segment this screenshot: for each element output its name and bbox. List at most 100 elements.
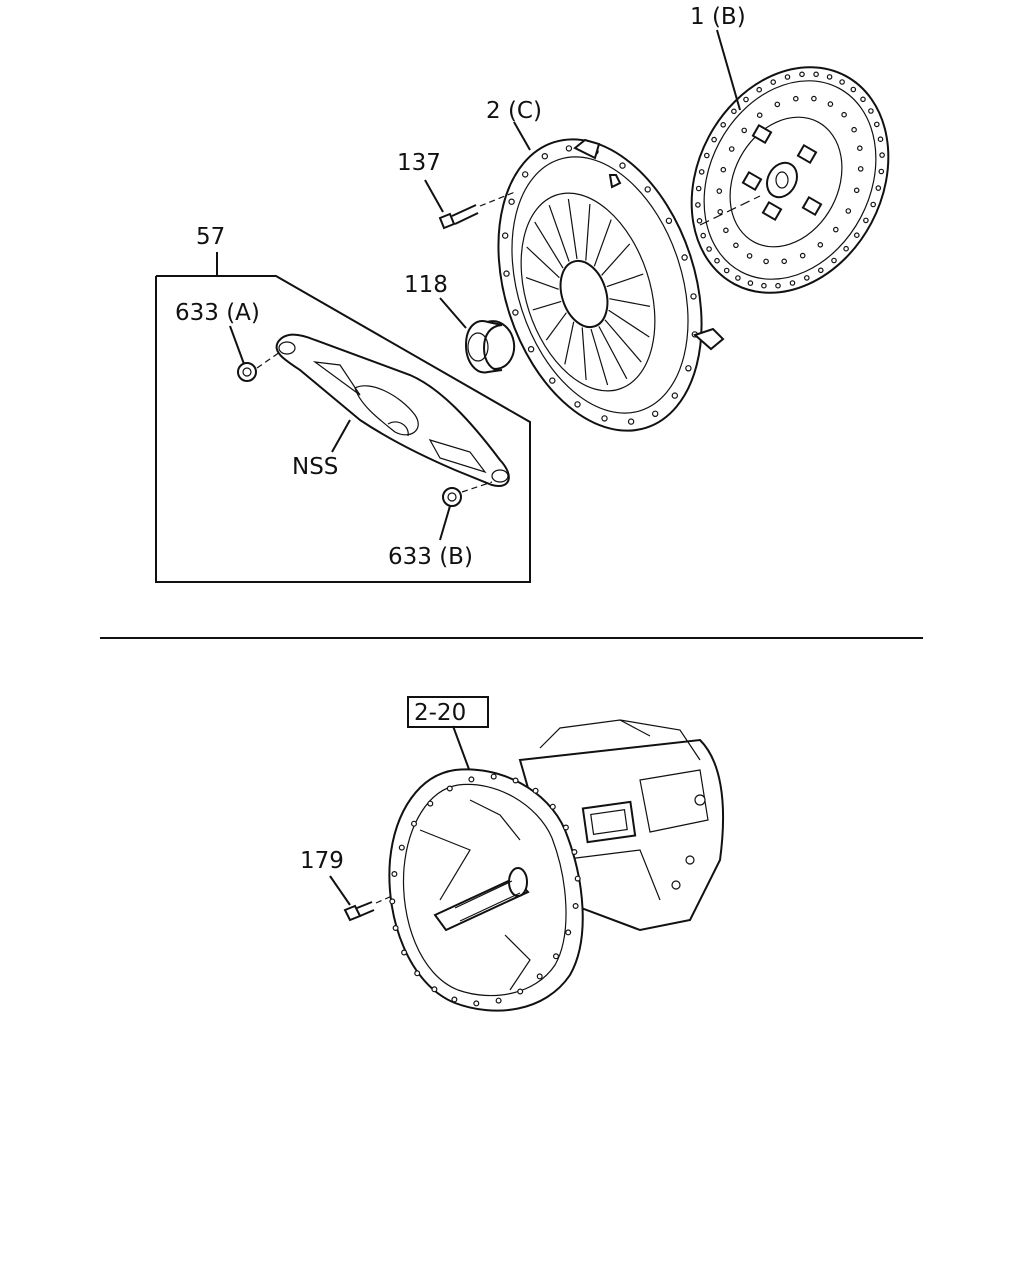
disc-rivet-hole [775,282,781,289]
cover-bolt-hole [681,254,688,261]
disc-rivet-hole [827,101,834,107]
disc-rivet-hole [817,267,824,274]
disc-rivet-hole [817,242,824,248]
bell-housing-bolt-hole [411,820,418,827]
disc-rivet-hole [831,257,837,264]
disc-rivet-hole [879,152,885,158]
diaphragm-finger [593,219,612,267]
disc-rivet-hole [741,127,748,134]
disc-rivet-hole [873,121,880,128]
disc-rivet-hole [756,112,763,119]
bell-housing-bolt-hole [571,848,578,855]
disc-rivet-hole [774,101,781,108]
callout-bush-a: 633 (A) [175,300,260,326]
disc-rivet-hole [723,227,729,234]
disc-rivet-hole [826,74,833,80]
disc-rivet-hole [728,146,735,152]
diaphragm-finger [567,198,578,260]
callout-cover: 2 (C) [486,98,542,124]
bell-housing-bolt-hole [536,973,543,980]
diaphragm-finger [608,309,650,338]
disc-rivet-hole [851,126,857,133]
disc-rivet-hole [695,202,701,208]
diaphragm-finger [590,328,609,386]
bolt-137 [438,191,516,230]
disc-rivet-hole [784,74,791,80]
transmission-reference-box [407,696,489,728]
bell-housing-bolt-hole [572,902,579,909]
cover-bolt-hole [541,152,549,160]
cover-bolt-hole [527,346,535,353]
disc-rivet-hole [860,96,866,103]
disc-rivet-hole [813,71,819,78]
bell-housing-bolt-hole [451,996,458,1003]
callout-disc: 1 (B) [690,4,746,30]
disc-rivet-hole [863,217,869,224]
diaphragm-finger [534,221,564,269]
diaphragm-fingers [525,198,651,386]
disc-rivet-hole [717,209,724,215]
callout-transmission-ref: 2-20 [414,700,466,726]
disc-rivet-hole [747,280,754,286]
release-fork-group [155,275,531,583]
disc-rivet-hole [845,208,852,214]
disc-rivet-hole [746,253,753,259]
disc-rivet-hole [878,168,885,175]
cover-bolt-hole [522,171,529,178]
disc-rivet-hole [839,79,845,85]
bell-housing-bolt-hole [574,875,581,882]
disc-rivet-hole [696,218,703,224]
callout-bearing: 118 [404,272,448,298]
disc-rivet-hole [714,257,720,264]
cover-bolt-hole [685,365,692,372]
disc-rivet-hole [799,252,806,259]
bell-housing-bolt-hole [389,898,396,905]
transmission-assembly [343,719,725,1012]
cover-bolt-hole [574,401,581,408]
diaphragm-finger [606,273,644,288]
callout-fork: NSS [292,454,338,480]
diaphragm-finger [581,327,587,381]
bell-housing-bolt-hole [392,924,399,931]
diaphragm-finger [604,319,642,363]
disc-rivet-hole [841,111,847,118]
cover-bolt-hole [644,186,651,193]
callout-bush-b: 633 (B) [388,544,473,570]
cover-bolt-hole [565,145,573,152]
cover-bolt-hole [652,410,659,417]
disc-rivet-hole [877,136,884,143]
bell-housing-bolt-hole [398,844,405,851]
disc-rivet-hole [868,108,874,114]
disc-rivet-hole [763,258,769,265]
bell-housing-bolt-hole [446,785,453,792]
diaphragm-finger [526,246,560,279]
disc-rivet-hole [733,242,739,249]
disc-rivet-hole [695,185,702,192]
disc-rivet-hole [720,166,727,173]
disc-rivet-hole [723,267,730,274]
bell-housing-bolt-hole [473,1000,480,1007]
cover-bolt-hole [619,162,626,169]
diaphragm-finger [564,321,575,365]
bell-housing-bolt-hole [517,988,524,995]
bell-housing-bolt-hole [495,997,502,1004]
disc-rivet-hole [856,145,863,152]
disc-rivet-hole [803,275,810,281]
cover-bolt-hole [503,270,510,277]
diaphragm-finger [532,300,562,311]
cover-bolt-hole [690,293,697,300]
disc-rivet-hole [735,275,741,281]
bell-housing-bolt-hole [562,824,569,831]
callout-bolt: 137 [397,150,441,176]
disc-rivet-hole [875,185,882,191]
bell-housing-bolt-hole [431,986,438,993]
disc-rivet-hole [781,258,788,265]
bell-housing-bolt-hole [532,787,539,794]
bell-housing-bolt-hole [414,970,421,977]
cover-bolt-hole [671,392,679,399]
cover-bolt-hole [627,418,635,425]
cover-bolt-hole [508,198,515,205]
clutch-disc [690,66,890,294]
disc-rivet-hole [853,187,860,194]
cover-bolt-hole [512,309,519,316]
